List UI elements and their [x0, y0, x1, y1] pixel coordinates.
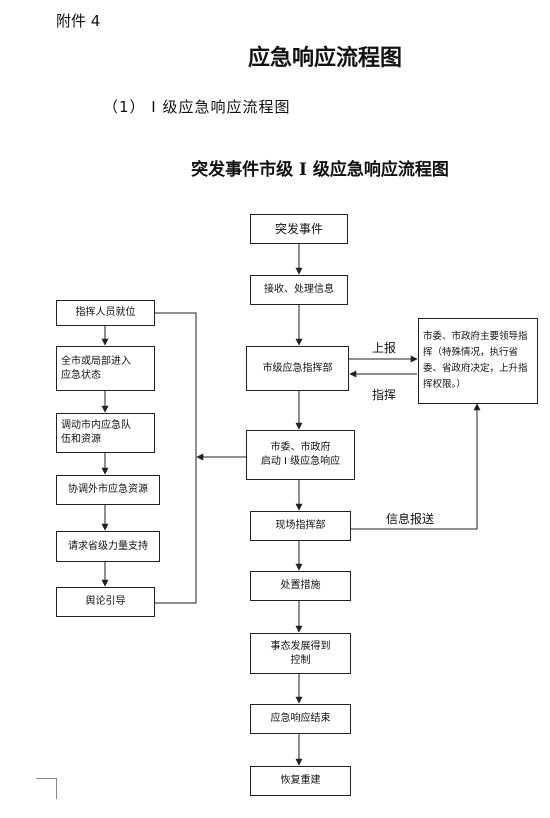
coordinate-resources-box: 协调外市应急资源	[56, 475, 160, 505]
info-report-label: 信息报送	[386, 512, 435, 526]
report-label: 上报	[372, 341, 397, 355]
left-bracket-line	[155, 312, 197, 604]
onsite-command-box: 现场指挥部	[250, 511, 351, 541]
flowchart-title: 突发事件市级 I 级应急响应流程图	[191, 160, 449, 180]
activate-response-box: 市委、市政府 启动 I 级应急响应	[246, 430, 355, 480]
provincial-support-box: 请求省级力量支持	[56, 531, 160, 562]
attachment-label: 附件 4	[56, 12, 101, 30]
personnel-box: 指挥人员就位	[56, 300, 155, 326]
mobilize-teams-box: 调动市内应急队 伍和资源	[56, 413, 155, 453]
recovery-box: 恢复重建	[250, 766, 351, 796]
receive-info-box: 接收、处理信息	[250, 275, 348, 305]
command-center-box: 市级应急指挥部	[246, 346, 349, 391]
measures-box: 处置措施	[250, 571, 351, 601]
leaders-command-box: 市委、市政府主要领导指挥（特殊情况，执行省委、省政府决定，上升指挥权限。）	[418, 318, 538, 404]
event-box: 突发事件	[250, 214, 348, 244]
document-title: 应急响应流程图	[247, 45, 402, 71]
page-corner-mark	[36, 778, 57, 799]
arrow-info-report	[351, 403, 481, 530]
public-opinion-box: 舆论引导	[56, 587, 155, 617]
command-label: 指挥	[372, 388, 397, 402]
controlled-box: 事态发展得到 控制	[250, 633, 351, 674]
emergency-state-box: 全市或局部进入 应急状态	[56, 346, 155, 391]
section-subtitle: （1） I 级应急响应流程图	[103, 98, 291, 116]
response-end-box: 应急响应结束	[250, 704, 351, 734]
